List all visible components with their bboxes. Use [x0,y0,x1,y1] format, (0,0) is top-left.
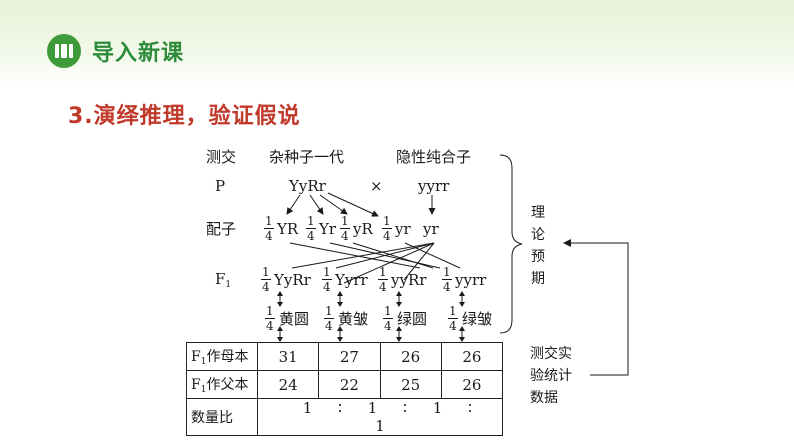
fraction-denominator: 4 [323,280,331,294]
fraction-numerator: 1 [265,304,275,319]
gamete-type: yr [395,220,411,238]
fraction-denominator: 4 [384,319,392,333]
logo [47,34,81,68]
fraction-numerator: 1 [340,214,350,229]
fraction-numerator: 1 [382,214,392,229]
experiment-data-label: 测交实 验统计 数据 [530,346,572,406]
table-row: F1作父本 24 22 25 26 [186,370,504,399]
row-header: F1作母本 [186,342,258,371]
table-cell: 26 [440,342,504,371]
row-header: F1作父本 [186,370,258,399]
parent2-label: 隐性纯合子 [396,148,472,166]
fraction-numerator: 1 [442,265,452,280]
f1-label: F1 [215,270,232,290]
phenotype-fraction: 1 4 [324,305,334,332]
gamete-type: YR [277,220,299,238]
testcross-data-table: F1作母本 31 27 26 26 F1作父本 24 22 25 26 数量比 … [186,342,504,436]
table-cell: 31 [256,342,320,371]
p-label: P [215,177,226,195]
fraction-denominator: 4 [443,280,451,294]
f1-genotype: Yyrr [335,271,368,289]
fraction-denominator: 4 [383,229,391,243]
fraction-denominator: 4 [266,319,274,333]
phenotype-fraction: 1 4 [448,305,458,332]
p-parent1-genotype: YyRr [289,177,326,195]
p-parent2-genotype: yyrr [418,177,450,195]
table-cell: 26 [440,370,504,399]
table-cell: 22 [318,370,381,399]
phenotype-fraction: 1 4 [265,305,275,332]
table-cell: 25 [379,370,442,399]
f1-genotype: yyrr [455,271,487,289]
f1-fraction: 1 4 [442,266,452,293]
fraction-denominator: 4 [325,319,333,333]
gamete-type: Yr [319,220,337,238]
fraction-numerator: 1 [378,265,388,280]
gamete-fraction: 1 4 [382,215,392,242]
cross-symbol: × [370,177,383,195]
table-cell: 26 [379,342,442,371]
fraction-denominator: 4 [307,229,315,243]
header-title: 导入新课 [92,41,185,66]
f1-fraction: 1 4 [322,266,332,293]
table-cell: 27 [318,342,381,371]
gamete-type: yR [353,220,373,238]
phenotype-label: 黄皱 [338,310,369,328]
gamete-fraction: 1 4 [306,215,316,242]
fraction-numerator: 1 [264,214,274,229]
f1-fraction: 1 4 [378,266,388,293]
fraction-denominator: 4 [449,319,457,333]
fraction-numerator: 1 [261,265,271,280]
phenotype-label: 黄圆 [279,310,310,328]
phenotype-fraction: 1 4 [383,305,393,332]
fraction-numerator: 1 [324,304,334,319]
fraction-numerator: 1 [383,304,393,319]
table-row: 数量比 1∶1∶1∶1 [186,398,503,436]
table-row: F1作母本 31 27 26 26 [186,342,504,371]
ratio-cell: 1∶1∶1∶1 [257,398,503,436]
table-cell: 24 [256,370,320,399]
fraction-numerator: 1 [322,265,332,280]
header-band [0,0,794,90]
testcross-label: 测交 [206,148,237,166]
gamete-fraction: 1 4 [340,215,350,242]
theory-prediction-label: 理 论 预 期 [531,205,545,287]
fraction-denominator: 4 [341,229,349,243]
fraction-numerator: 1 [448,304,458,319]
book-icon [55,44,73,58]
fraction-denominator: 4 [379,280,387,294]
f1-fraction: 1 4 [261,266,271,293]
f1-genotype: yyRr [391,271,427,289]
gamete-label: 配子 [206,220,237,238]
phenotype-label: 绿皱 [462,310,493,328]
recessive-gamete: yr [423,220,439,238]
fraction-denominator: 4 [265,229,273,243]
f1-genotype: YyRr [274,271,311,289]
gamete-fraction: 1 4 [264,215,274,242]
parent1-label: 杂种子一代 [269,148,345,166]
section-title: 3.演绎推理，验证假说 [68,104,301,129]
fraction-numerator: 1 [306,214,316,229]
phenotype-label: 绿圆 [397,310,428,328]
fraction-denominator: 4 [262,280,270,294]
row-header: 数量比 [186,398,258,436]
